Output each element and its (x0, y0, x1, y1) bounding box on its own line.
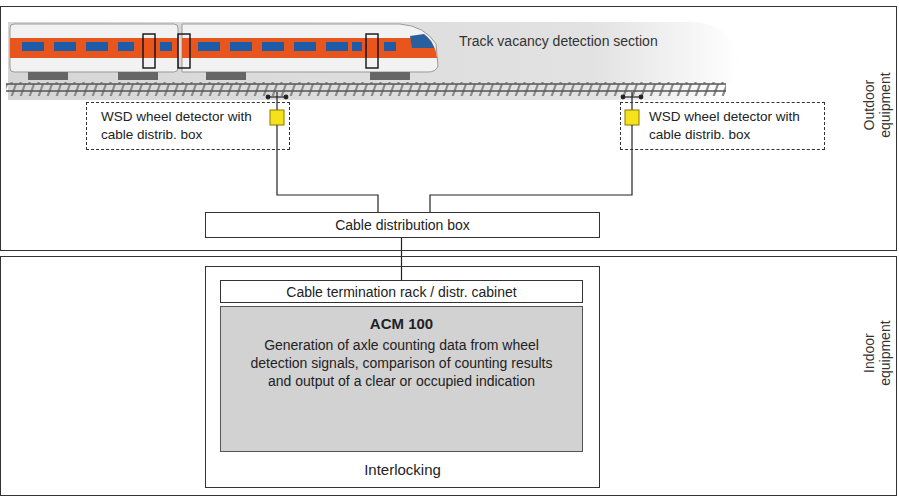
junction-box (270, 110, 284, 125)
box-label: Track vacancy detection section (455, 30, 695, 52)
section-label-band: Track vacancy detection section (455, 30, 695, 54)
cable (631, 125, 632, 150)
cable-line (401, 238, 402, 280)
indoor-panel: Indoor equipmentInterlocking Cable termin… (0, 256, 897, 496)
cable (276, 125, 277, 150)
track-sleepers (6, 82, 726, 96)
junction-box (625, 110, 639, 125)
box-label: Cable termination rack / distr. cabinet (286, 284, 516, 300)
box-label: WSD wheel detector with cable distrib. b… (101, 108, 269, 143)
outdoor-panel: Outdoor equipment Track vacancy detection… (0, 6, 897, 251)
box-description: Generation of axle counting data from wh… (239, 336, 564, 391)
distribution-box: Cable distribution box (205, 212, 600, 238)
wheel-detector-symbol (266, 92, 643, 110)
interlocking-box: Interlocking Cable termination rack / dis… (205, 266, 600, 488)
detector-group: WSD wheel detector with cable distrib. b… (620, 102, 825, 150)
area-label: Indoor equipment (861, 313, 893, 393)
train (10, 24, 438, 80)
box-label: Interlocking (206, 461, 599, 478)
cable-line (430, 150, 632, 212)
area-label: Outdoor equipment (861, 65, 893, 145)
box-label: WSD wheel detector with cable distrib. b… (649, 108, 820, 143)
cable-line (277, 150, 378, 212)
box-label: ACM 100 (370, 315, 433, 332)
acm-unit: ACM 100Generation of axle counting data … (220, 306, 583, 452)
rail (6, 90, 726, 92)
detector-group: WSD wheel detector with cable distrib. b… (86, 102, 290, 150)
rail (6, 83, 726, 85)
termination-rack: Cable termination rack / distr. cabinet (220, 280, 583, 303)
box-label: Cable distribution box (335, 217, 470, 233)
